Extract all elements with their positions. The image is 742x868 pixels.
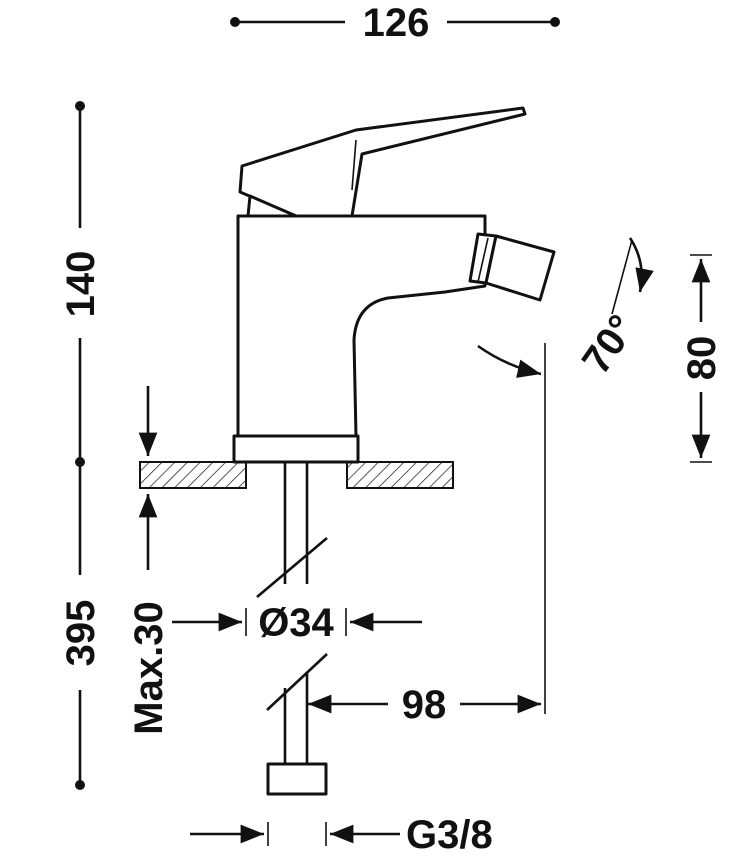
height-label-395: 395 — [59, 600, 103, 667]
spray-angle-label: 70° — [574, 307, 645, 382]
width-dimension: 126 — [230, 1, 560, 45]
height-label-140: 140 — [59, 251, 103, 318]
countertop — [139, 461, 454, 489]
deck-thickness-label: Max.30 — [127, 601, 171, 734]
thread-dimension: G3/8 — [190, 813, 493, 857]
spout-reach-dimension: 98 — [308, 343, 546, 727]
thread-label: G3/8 — [406, 813, 493, 857]
deck-thickness-dimension: Max.30 — [127, 386, 171, 735]
supply-pipe — [256, 462, 328, 796]
width-label: 126 — [363, 1, 430, 45]
diameter-label: Ø34 — [258, 601, 334, 645]
diameter-dimension: Ø34 — [172, 601, 422, 645]
height-dimension: 140 395 — [59, 101, 103, 790]
spout-reach-label: 98 — [402, 683, 447, 727]
faucet-body — [232, 106, 556, 464]
spray-height-dimension: 80 — [680, 254, 724, 463]
spray-height-label: 80 — [680, 336, 724, 381]
